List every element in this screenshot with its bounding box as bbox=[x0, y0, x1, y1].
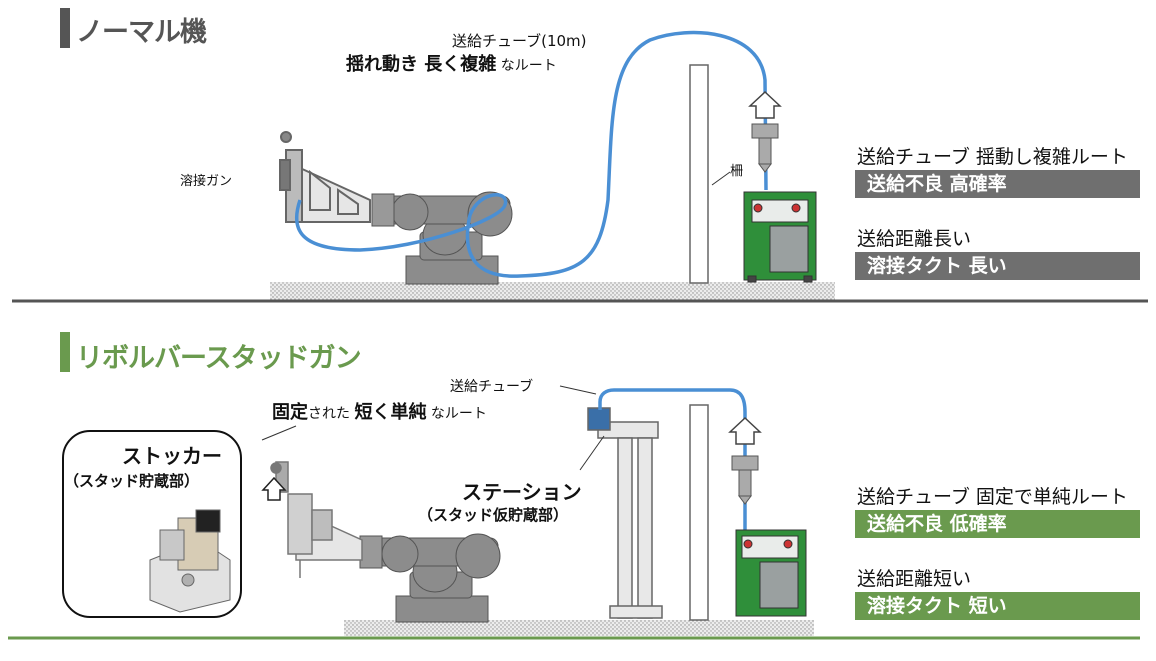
revolver-feeder bbox=[735, 529, 807, 617]
revolver-route-bold-1: 固定 bbox=[272, 402, 308, 423]
revolver-fence bbox=[689, 404, 709, 621]
revolver-floor bbox=[344, 620, 814, 636]
revolver-tube-leader bbox=[559, 385, 597, 395]
revolver-info-title-1: 送給チューブ 固定で単純ルート bbox=[857, 486, 1128, 508]
stocker-up-arrow bbox=[261, 476, 287, 501]
stocker-subtitle: （スタッド貯蔵部） bbox=[64, 472, 200, 490]
revolver-gun bbox=[270, 461, 363, 578]
station-leader bbox=[579, 435, 605, 471]
revolver-info-box-2: 溶接タクト 短い bbox=[855, 592, 1140, 620]
normal-route-text: 揺れ動き 長く複雑 なルート bbox=[346, 50, 557, 76]
revolver-route-leader bbox=[261, 425, 297, 441]
stocker-illustration bbox=[149, 509, 231, 613]
revolver-title: リボルバースタッドガン bbox=[76, 343, 362, 374]
revolver-route-suffix: なルート bbox=[430, 406, 487, 422]
normal-route-bold: 揺れ動き 長く複雑 bbox=[346, 54, 497, 75]
normal-tube-label: 送給チューブ(10m) bbox=[452, 32, 587, 50]
revolver-route-bold-2: 短く単純 bbox=[354, 402, 427, 423]
normal-robot bbox=[371, 191, 513, 285]
revolver-info-title-2: 送給距離短い bbox=[857, 568, 972, 590]
normal-title-bar bbox=[60, 8, 70, 48]
stocker-callout bbox=[62, 430, 242, 618]
stocker-title: ストッカー bbox=[122, 444, 222, 468]
normal-title: ノーマル機 bbox=[76, 17, 207, 48]
station-subtitle: （スタッド仮貯蔵部） bbox=[418, 506, 569, 524]
normal-gun-arm bbox=[279, 131, 371, 223]
normal-info-title-1: 送給チューブ 揺動し複雑ルート bbox=[857, 146, 1128, 168]
normal-fence bbox=[689, 64, 709, 284]
revolver-route-text: 固定された 短く単純 なルート bbox=[272, 398, 487, 424]
normal-fence-leader bbox=[711, 171, 731, 186]
revolver-info-box-1: 送給不良 低確率 bbox=[855, 510, 1140, 538]
normal-info-title-2: 送給距離長い bbox=[857, 228, 972, 250]
revolver-route-mid: された bbox=[308, 406, 350, 422]
normal-feeder bbox=[743, 191, 817, 283]
revolver-feed-tube bbox=[598, 388, 747, 530]
normal-info-box-2: 溶接タクト 長い bbox=[855, 252, 1140, 280]
normal-connector bbox=[751, 123, 779, 173]
station bbox=[587, 407, 663, 619]
normal-floor bbox=[270, 282, 835, 300]
station-title: ステーション bbox=[462, 480, 582, 504]
revolver-robot bbox=[359, 533, 501, 623]
normal-gun-label: 溶接ガン bbox=[180, 174, 233, 189]
revolver-title-bar bbox=[60, 332, 70, 372]
revolver-tube-label: 送給チューブ bbox=[450, 379, 534, 395]
revolver-up-arrow bbox=[728, 416, 762, 445]
normal-info-box-1: 送給不良 高確率 bbox=[855, 170, 1140, 198]
normal-feed-tube bbox=[294, 30, 768, 278]
normal-fence-label: 柵 bbox=[730, 164, 744, 179]
revolver-connector bbox=[731, 455, 759, 505]
normal-route-suffix: なルート bbox=[500, 58, 557, 74]
normal-up-arrow bbox=[748, 90, 782, 119]
